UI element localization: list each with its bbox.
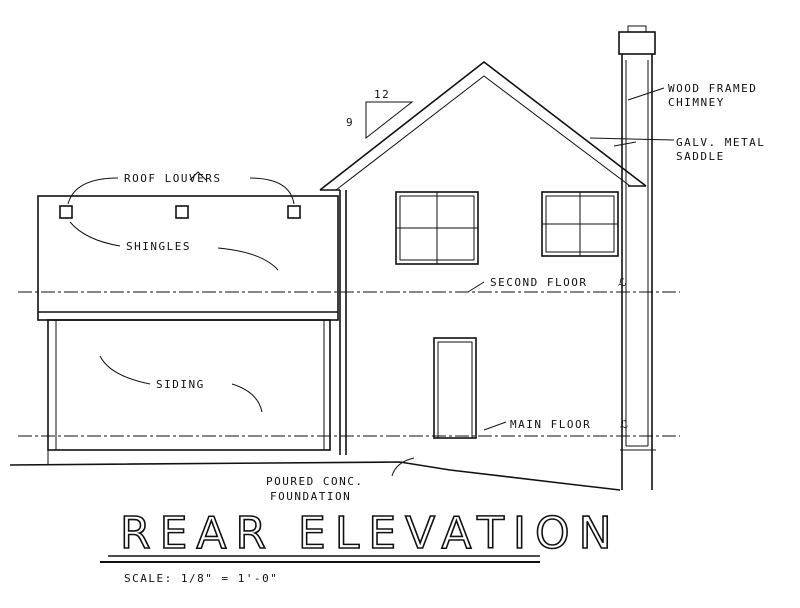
- chimney: [618, 25, 656, 490]
- roof-louver: [175, 205, 189, 219]
- roof-louver: [59, 205, 73, 219]
- chimney-label-2: CHIMNEY: [668, 96, 725, 109]
- second-floor-label: SECOND FLOOR: [490, 276, 587, 289]
- plate-line-symbol: ℒ: [618, 276, 627, 289]
- main-floor-label: MAIN FLOOR: [510, 418, 591, 431]
- siding-label: SIDING: [156, 378, 205, 391]
- main-house: [319, 60, 647, 455]
- roof-louvers-label: ROOF LOUVERS: [124, 172, 221, 185]
- svg-text:12: 12: [374, 88, 390, 101]
- left-wing: [37, 195, 339, 451]
- saddle-label-1: GALV. METAL: [676, 136, 765, 149]
- drawing-title: REAR ELEVATION: [120, 508, 621, 559]
- door: [433, 337, 477, 439]
- shingles-label: SHINGLES: [126, 240, 191, 253]
- roof-pitch-symbol: 12 9: [346, 88, 414, 140]
- foundation-label-2: FOUNDATION: [270, 490, 351, 503]
- leader-lines: [67, 87, 675, 477]
- roof-louver: [287, 205, 301, 219]
- svg-text:9: 9: [346, 116, 354, 129]
- grade-line: [9, 461, 621, 491]
- scale-note: SCALE: 1/8" = 1'-0": [124, 572, 278, 585]
- chimney-label-1: WOOD FRAMED: [668, 82, 757, 95]
- plate-line-symbol: ℒ: [620, 418, 629, 431]
- foundation-label-1: POURED CONC.: [266, 475, 363, 488]
- saddle-label-2: SADDLE: [676, 150, 725, 163]
